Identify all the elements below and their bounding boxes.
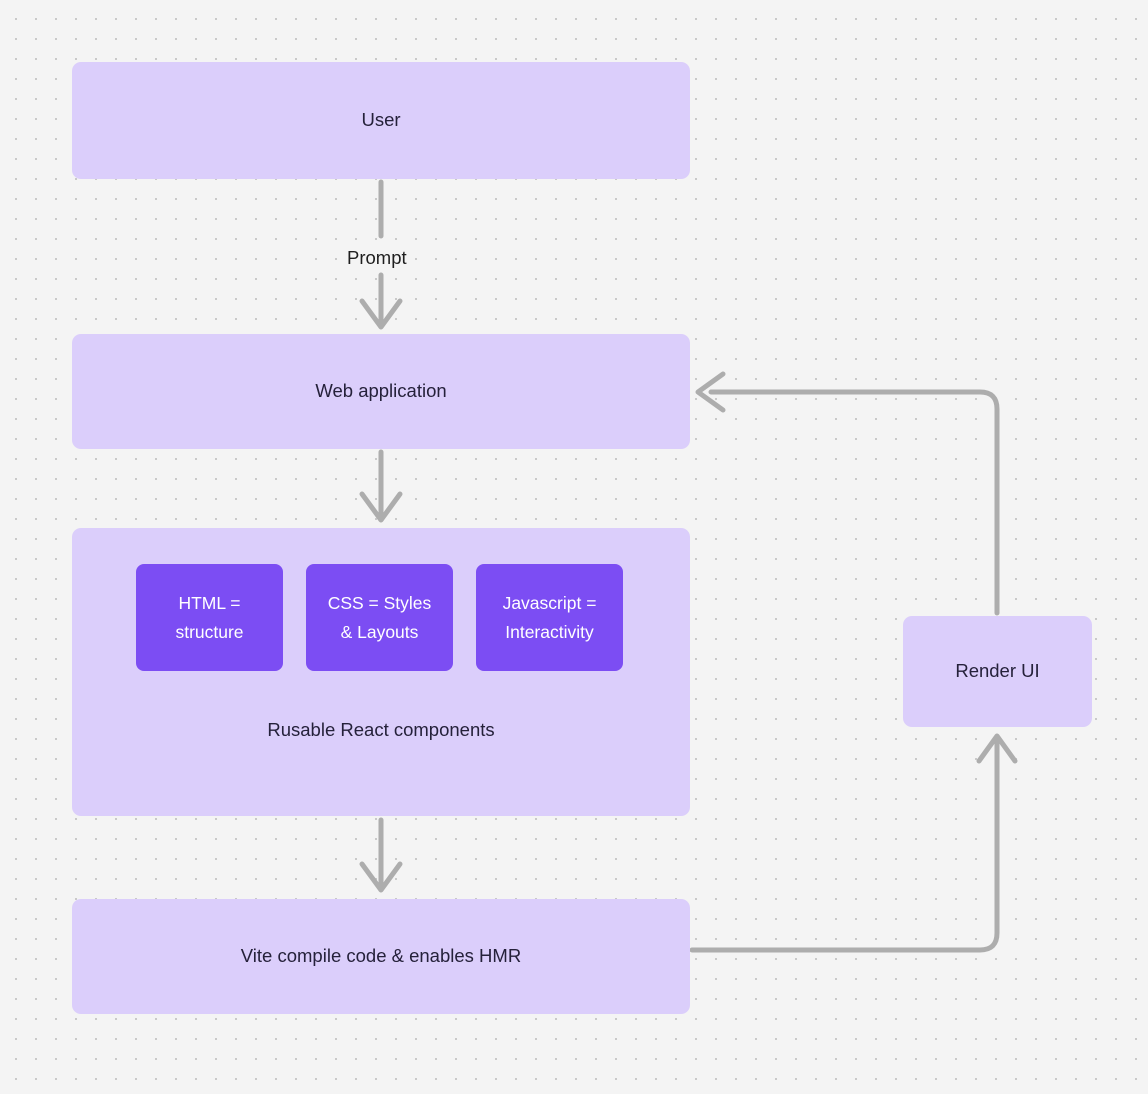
- node-vite-compile[interactable]: Vite compile code & enables HMR: [72, 899, 690, 1014]
- node-html-structure-line1: HTML =: [178, 593, 241, 614]
- node-user[interactable]: User: [72, 62, 690, 179]
- node-vite-compile-label: Vite compile code & enables HMR: [240, 945, 522, 967]
- edge-render-to-webapp-arrowhead: [695, 371, 726, 413]
- node-render-ui[interactable]: Render UI: [903, 616, 1092, 727]
- node-css-styles-line1: CSS = Styles: [327, 593, 432, 614]
- edge-render-to-webapp-shaft: [708, 389, 1000, 616]
- node-reusable-react-components[interactable]: HTML = structure CSS = Styles & Layouts …: [72, 528, 690, 816]
- node-css-styles-label: CSS = Styles & Layouts: [328, 589, 432, 646]
- edge-webapp-to-components-arrowhead: [359, 491, 403, 523]
- node-css-styles[interactable]: CSS = Styles & Layouts: [306, 564, 453, 671]
- node-javascript-interactivity-label: Javascript = Interactivity: [503, 589, 597, 646]
- edge-components-to-vite-arrowhead: [359, 861, 403, 893]
- edge-vite-to-render-arrowhead: [976, 733, 1018, 764]
- node-html-structure-line2: structure: [175, 621, 244, 642]
- node-html-structure-label: HTML = structure: [175, 589, 243, 646]
- node-javascript-interactivity[interactable]: Javascript = Interactivity: [476, 564, 623, 671]
- edge-vite-to-render-shaft: [689, 738, 1000, 953]
- node-user-label: User: [361, 109, 401, 131]
- node-css-styles-line2: & Layouts: [340, 621, 419, 642]
- node-javascript-interactivity-line1: Javascript =: [502, 593, 597, 614]
- node-reusable-react-components-caption: Rusable React components: [267, 719, 495, 740]
- node-web-application[interactable]: Web application: [72, 334, 690, 449]
- edge-user-to-webapp-arrowhead: [359, 298, 403, 330]
- node-web-application-label: Web application: [315, 380, 447, 402]
- node-html-structure[interactable]: HTML = structure: [136, 564, 283, 671]
- node-javascript-interactivity-line2: Interactivity: [505, 621, 594, 642]
- edge-label-prompt: Prompt: [341, 245, 413, 271]
- node-render-ui-label: Render UI: [955, 660, 1040, 682]
